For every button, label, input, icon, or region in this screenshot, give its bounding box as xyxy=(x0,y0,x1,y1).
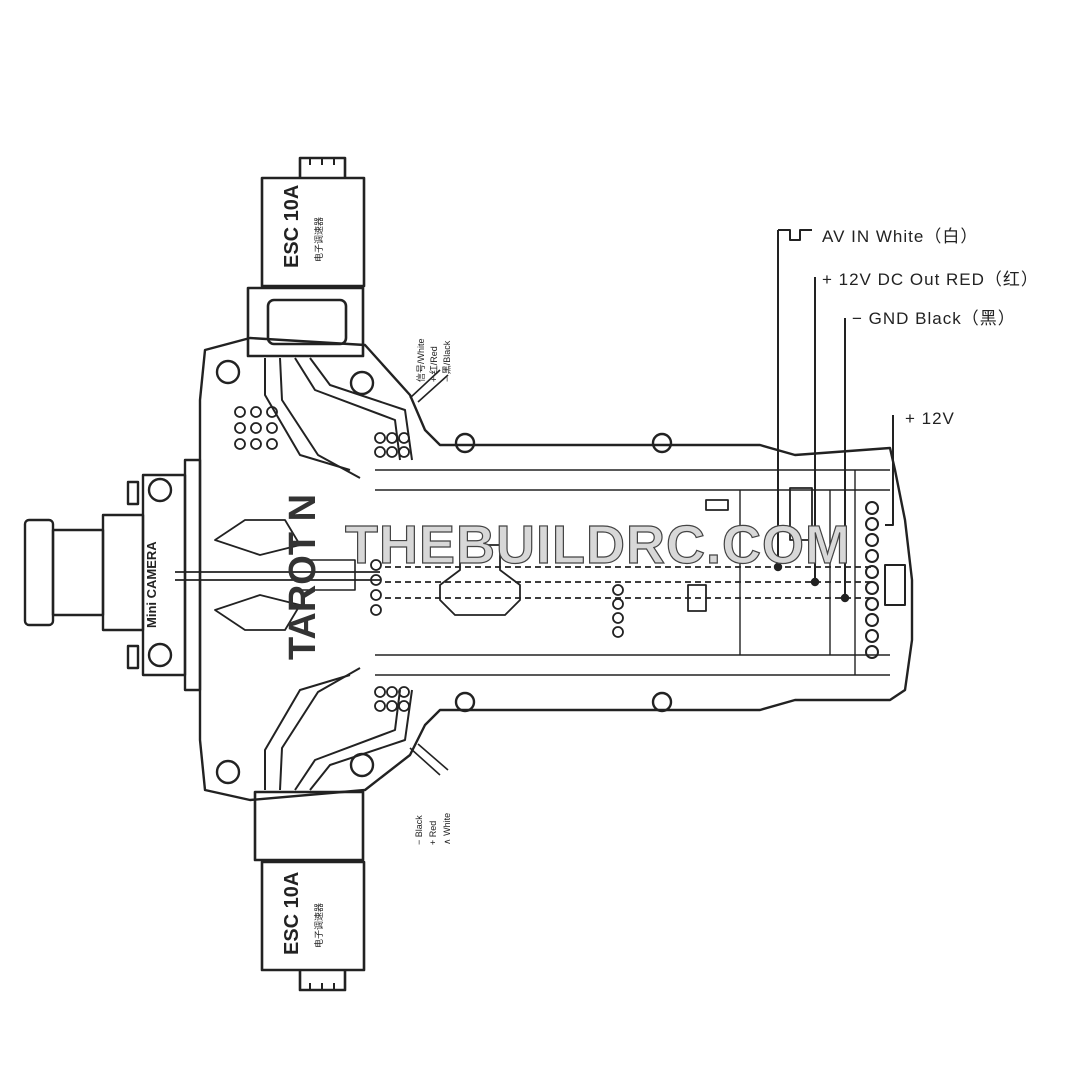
gnd-label: − GND Black（黑） xyxy=(852,309,1016,328)
bottom-lead-label-1: − Black xyxy=(414,815,424,845)
esc-bottom xyxy=(253,667,413,992)
top-lead-label-3: − 黑/Black xyxy=(442,340,452,382)
esc-top xyxy=(246,156,413,479)
top-lead-label-2: + 红/Red xyxy=(428,346,439,382)
esc-top-subtitle: 电子调速器 xyxy=(313,217,324,262)
left-pads xyxy=(234,406,410,712)
wire-leads xyxy=(777,229,894,598)
watermark: THEBUILDRC.COM xyxy=(345,515,851,575)
mini-camera xyxy=(23,458,380,692)
power-connector-pins xyxy=(865,501,906,659)
esc-bottom-subtitle: 电子调速器 xyxy=(313,903,324,948)
bottom-lead-label-3: ∧ White xyxy=(442,813,452,845)
av-in-label: AV IN White（白） xyxy=(822,227,978,246)
bottom-lead-label-2: + Red xyxy=(428,821,438,845)
power-in-label: + 12V xyxy=(905,409,955,428)
signal-dashed-lines xyxy=(385,566,875,599)
esc-top-title: ESC 10A xyxy=(281,185,303,268)
main-board xyxy=(198,336,914,802)
dc-out-label: + 12V DC Out RED（红） xyxy=(822,270,1039,289)
board-marking: TAROT N xyxy=(282,494,324,660)
esc-bottom-title: ESC 10A xyxy=(281,872,303,955)
camera-label: Mini CAMERA xyxy=(144,541,159,628)
top-lead-label-1: 信号/White xyxy=(415,338,426,382)
board-components xyxy=(370,487,813,638)
